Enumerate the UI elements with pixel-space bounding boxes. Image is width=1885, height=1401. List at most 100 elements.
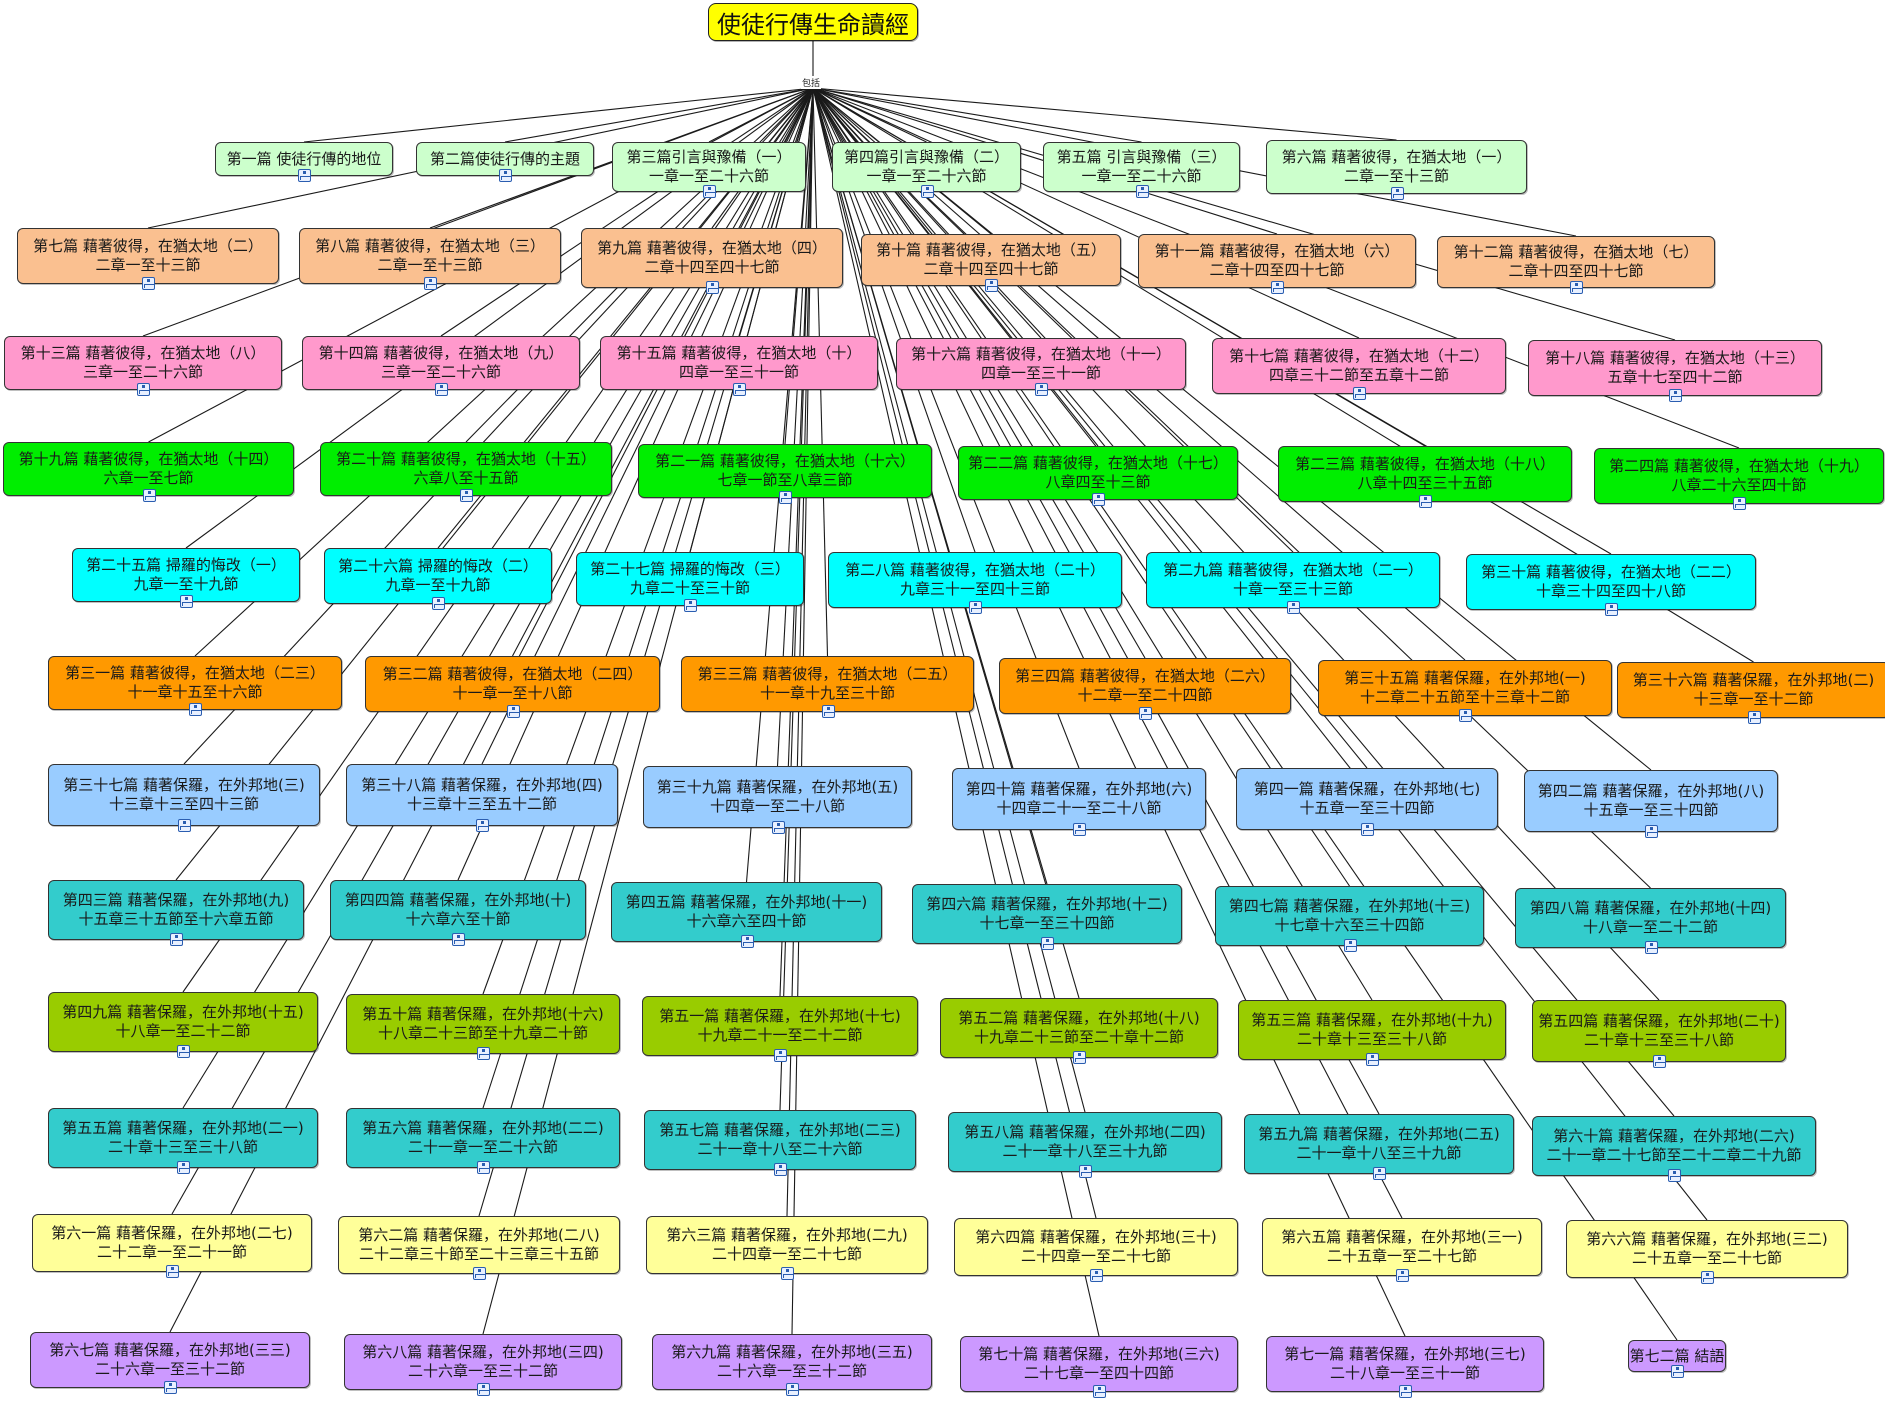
sub-map-icon[interactable]: [1671, 1365, 1684, 1378]
sub-map-icon[interactable]: [1396, 1269, 1409, 1282]
sub-map-icon[interactable]: [1343, 939, 1357, 952]
chapter-node-61[interactable]: 第六一篇 藉著保羅，在外邦地(二七)二十二章一至二十一節: [32, 1214, 312, 1272]
sub-map-icon[interactable]: [1353, 387, 1366, 400]
chapter-node-7[interactable]: 第七篇 藉著彼得，在猶太地（二）二章一至十三節: [17, 228, 279, 284]
sub-map-icon[interactable]: [477, 1383, 490, 1396]
sub-map-icon[interactable]: [137, 383, 150, 396]
chapter-node-46[interactable]: 第四六篇 藉著保羅，在外邦地(十二)十七章一至三十四節: [912, 884, 1182, 944]
sub-map-icon[interactable]: [969, 601, 982, 614]
sub-map-icon[interactable]: [189, 703, 202, 716]
chapter-node-6[interactable]: 第六篇 藉著彼得，在猶太地（一）二章一至十三節: [1266, 140, 1527, 194]
sub-map-icon[interactable]: [499, 169, 512, 182]
sub-map-icon[interactable]: [1073, 1051, 1086, 1064]
chapter-node-11[interactable]: 第十一篇 藉著彼得，在猶太地（六）二章十四至四十七節: [1138, 234, 1416, 288]
sub-map-icon[interactable]: [1669, 389, 1682, 402]
chapter-node-24[interactable]: 第二四篇 藉著彼得，在猶太地（十九）八章二十六至四十節: [1594, 448, 1884, 504]
sub-map-icon[interactable]: [477, 1161, 490, 1174]
sub-map-icon[interactable]: [1035, 383, 1048, 396]
chapter-node-45[interactable]: 第四五篇 藉著保羅，在外邦地(十一)十六章六至四十節: [611, 882, 882, 942]
chapter-node-40[interactable]: 第四十篇 藉著保羅，在外邦地(六)十四章二十一至二十八節: [952, 768, 1206, 830]
chapter-node-16[interactable]: 第十六篇 藉著彼得，在猶太地（十一）四章一至三十一節: [896, 338, 1186, 390]
sub-map-icon[interactable]: [779, 491, 792, 504]
sub-map-icon[interactable]: [771, 821, 785, 834]
sub-map-icon[interactable]: [781, 1267, 794, 1280]
chapter-node-19[interactable]: 第十九篇 藉著彼得，在猶太地（十四）六章一至七節: [3, 442, 294, 496]
chapter-node-20[interactable]: 第二十篇 藉著彼得，在猶太地（十五）六章八至十五節: [320, 442, 612, 496]
sub-map-icon[interactable]: [506, 705, 520, 718]
chapter-node-9[interactable]: 第九篇 藉著彼得，在猶太地（四）二章十四至四十七節: [581, 228, 843, 288]
sub-map-icon[interactable]: [786, 1383, 799, 1396]
chapter-node-15[interactable]: 第十五篇 藉著彼得，在猶太地（十）四章一至三十一節: [600, 336, 878, 390]
chapter-node-54[interactable]: 第五四篇 藉著保羅，在外邦地(二十)二十章十三至三十八節: [1532, 1000, 1786, 1062]
sub-map-icon[interactable]: [142, 277, 155, 290]
sub-map-icon[interactable]: [142, 489, 156, 502]
sub-map-icon[interactable]: [733, 383, 746, 396]
chapter-node-41[interactable]: 第四一篇 藉著保羅，在外邦地(七)十五章一至三十四節: [1236, 768, 1498, 830]
sub-map-icon[interactable]: [1041, 937, 1054, 950]
chapter-node-10[interactable]: 第十篇 藉著彼得，在猶太地（五）二章十四至四十七節: [861, 234, 1121, 286]
chapter-node-44[interactable]: 第四四篇 藉著保羅，在外邦地(十)十六章六至十節: [330, 880, 586, 940]
sub-map-icon[interactable]: [1287, 601, 1300, 614]
chapter-node-55[interactable]: 第五五篇 藉著保羅，在外邦地(二一)二十章十三至三十八節: [48, 1108, 318, 1168]
chapter-node-30[interactable]: 第三十篇 藉著彼得，在猶太地（二二）十章三十四至四十八節: [1466, 554, 1756, 610]
sub-map-icon[interactable]: [774, 1049, 787, 1062]
chapter-node-67[interactable]: 第六七篇 藉著保羅，在外邦地(三三)二十六章一至三十二節: [30, 1332, 310, 1388]
chapter-node-2[interactable]: 第二篇使徒行傳的主題: [416, 142, 594, 176]
sub-map-icon[interactable]: [460, 489, 473, 502]
chapter-node-23[interactable]: 第二三篇 藉著彼得，在猶太地（十八）八章十四至三十五節: [1278, 446, 1572, 502]
sub-map-icon[interactable]: [1419, 495, 1432, 508]
chapter-node-59[interactable]: 第五九篇 藉著保羅，在外邦地(二五)二十一章十八至三十九節: [1244, 1114, 1514, 1174]
chapter-node-70[interactable]: 第七十篇 藉著保羅，在外邦地(三六)二十七章一至四十四節: [960, 1336, 1238, 1392]
chapter-node-33[interactable]: 第三三篇 藉著彼得，在猶太地（二五）十一章十九至三十節: [681, 656, 974, 712]
sub-map-icon[interactable]: [1271, 281, 1284, 294]
chapter-node-68[interactable]: 第六八篇 藉著保羅，在外邦地(三四)二十六章一至三十二節: [344, 1334, 622, 1390]
chapter-node-52[interactable]: 第五二篇 藉著保羅，在外邦地(十八)十九章二十三節至二十章十二節: [940, 998, 1218, 1058]
chapter-node-28[interactable]: 第二八篇 藉著彼得，在猶太地（二十）九章三十一至四十三節: [828, 552, 1122, 608]
sub-map-icon[interactable]: [1399, 1385, 1412, 1398]
chapter-node-53[interactable]: 第五三篇 藉著保羅，在外邦地(十九)二十章十三至三十八節: [1238, 1000, 1506, 1060]
sub-map-icon[interactable]: [476, 819, 489, 832]
chapter-node-34[interactable]: 第三四篇 藉著彼得，在猶太地（二六）十二章一至二十四節: [999, 658, 1291, 714]
chapter-node-69[interactable]: 第六九篇 藉著保羅，在外邦地(三五)二十六章一至三十二節: [652, 1334, 932, 1390]
sub-map-icon[interactable]: [435, 383, 448, 396]
chapter-node-25[interactable]: 第二十五篇 掃羅的悔改（一）九章一至十九節: [72, 548, 300, 602]
chapter-node-8[interactable]: 第八篇 藉著彼得，在猶太地（三）二章一至十三節: [299, 228, 561, 284]
sub-map-icon[interactable]: [821, 705, 835, 718]
chapter-node-58[interactable]: 第五八篇 藉著保羅，在外邦地(二四)二十一章十八至三十九節: [948, 1112, 1222, 1172]
sub-map-icon[interactable]: [1135, 185, 1149, 198]
sub-map-icon[interactable]: [920, 185, 934, 198]
sub-map-icon[interactable]: [1073, 823, 1086, 836]
chapter-node-18[interactable]: 第十八篇 藉著彼得，在猶太地（十三）五章十七至四十二節: [1528, 340, 1822, 396]
sub-map-icon[interactable]: [1366, 1053, 1379, 1066]
sub-map-icon[interactable]: [1139, 707, 1152, 720]
sub-map-icon[interactable]: [774, 1163, 787, 1176]
sub-map-icon[interactable]: [985, 279, 998, 292]
sub-map-icon[interactable]: [164, 1381, 177, 1394]
chapter-node-3[interactable]: 第三篇引言與豫備（一）一章一至二十六節: [612, 142, 806, 192]
sub-map-icon[interactable]: [1653, 1055, 1666, 1068]
chapter-node-57[interactable]: 第五七篇 藉著保羅，在外邦地(二三)二十一章十八至二十六節: [644, 1110, 916, 1170]
sub-map-icon[interactable]: [452, 933, 465, 946]
sub-map-icon[interactable]: [1605, 603, 1618, 616]
chapter-node-39[interactable]: 第三十九篇 藉著保羅，在外邦地(五)十四章一至二十八節: [643, 766, 912, 828]
chapter-node-66[interactable]: 第六六篇 藉著保羅，在外邦地(三二)二十五章一至二十七節: [1566, 1220, 1848, 1278]
sub-map-icon[interactable]: [473, 1267, 486, 1280]
sub-map-icon[interactable]: [1459, 709, 1472, 722]
sub-map-icon[interactable]: [432, 597, 445, 610]
sub-map-icon[interactable]: [1361, 823, 1374, 836]
sub-map-icon[interactable]: [1093, 1385, 1106, 1398]
chapter-node-36[interactable]: 第三十六篇 藉著保羅，在外邦地(二)十三章一至十二節: [1617, 662, 1885, 718]
sub-map-icon[interactable]: [1390, 187, 1404, 200]
sub-map-icon[interactable]: [177, 1161, 190, 1174]
chapter-node-35[interactable]: 第三十五篇 藉著保羅，在外邦地(一)十二章二十五節至十三章十二節: [1318, 660, 1612, 716]
chapter-node-47[interactable]: 第四七篇 藉著保羅，在外邦地(十三)十七章十六至三十四節: [1215, 886, 1484, 946]
chapter-node-49[interactable]: 第四九篇 藉著保羅，在外邦地(十五)十八章一至二十二節: [48, 992, 318, 1052]
chapter-node-37[interactable]: 第三十七篇 藉著保羅，在外邦地(三)十三章十三至四十三節: [48, 764, 320, 826]
chapter-node-14[interactable]: 第十四篇 藉著彼得，在猶太地（九）三章一至二十六節: [302, 336, 580, 390]
sub-map-icon[interactable]: [298, 169, 311, 182]
chapter-node-38[interactable]: 第三十八篇 藉著保羅，在外邦地(四)十三章十三至五十二節: [346, 764, 618, 826]
chapter-node-13[interactable]: 第十三篇 藉著彼得，在猶太地（八）三章一至二十六節: [4, 336, 282, 390]
sub-map-icon[interactable]: [1701, 1271, 1714, 1284]
chapter-node-65[interactable]: 第六五篇 藉著保羅，在外邦地(三一)二十五章一至二十七節: [1262, 1218, 1542, 1276]
chapter-node-17[interactable]: 第十七篇 藉著彼得，在猶太地（十二）四章三十二節至五章十二節: [1212, 338, 1506, 394]
